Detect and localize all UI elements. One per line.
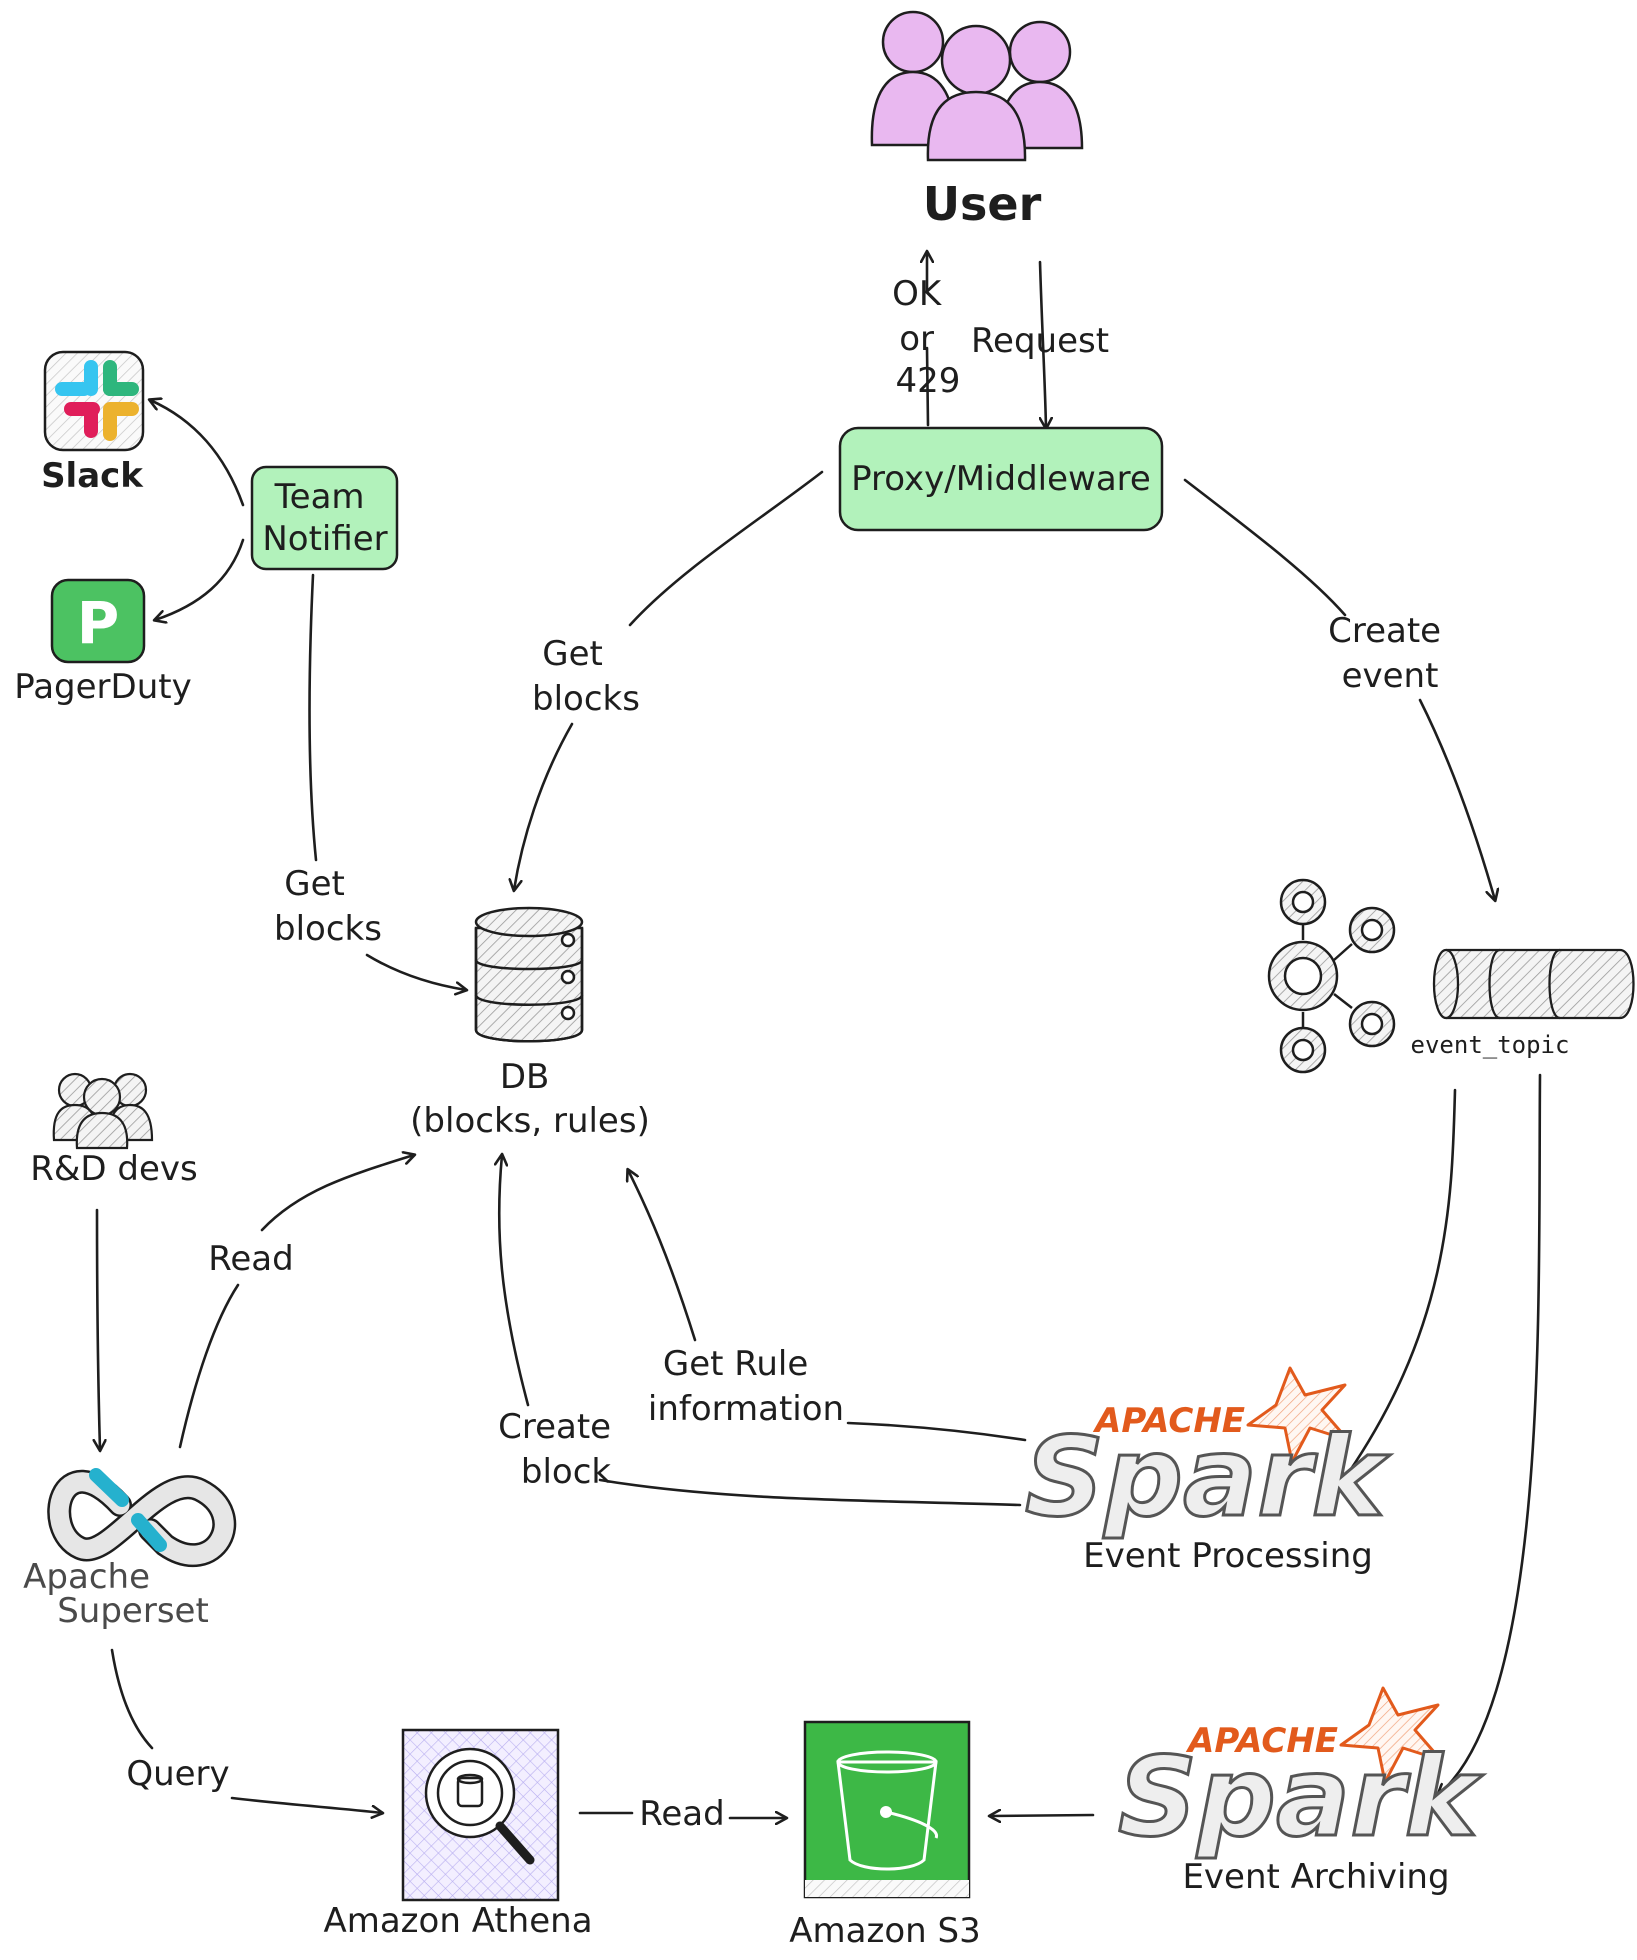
edge-proxy-to-topic: [1183, 478, 1495, 900]
edge-get-rule-up: [628, 1170, 697, 1342]
edge-proxy-to-user: [927, 252, 928, 427]
edge-user-to-proxy: [1038, 260, 1046, 428]
superset-node: Apache Superset: [23, 1468, 237, 1631]
proxy-node: Proxy/Middleware: [838, 426, 1164, 532]
edge-topic-to-processing: [1340, 1088, 1457, 1485]
pagerduty-logo-icon: P: [50, 578, 146, 664]
athena-icon: [401, 1728, 560, 1902]
spark-processing-node: APACHE Spark Event Processing: [1024, 1366, 1392, 1576]
read-db-label: Read: [208, 1239, 293, 1279]
rd-devs-node: R&D devs: [30, 1072, 198, 1189]
edge-topic-to-archiving: [1438, 1073, 1542, 1795]
rd-devs-label: R&D devs: [30, 1149, 197, 1189]
user-label: User: [923, 177, 1042, 231]
svg-text:APACHE: APACHE: [1185, 1721, 1338, 1761]
s3-node: Amazon S3: [789, 1720, 981, 1951]
query-label: Query: [126, 1754, 229, 1794]
superset-logo-icon: [47, 1468, 237, 1568]
s3-label: Amazon S3: [789, 1911, 980, 1951]
edge-proxy-to-db: [514, 470, 824, 890]
athena-node: Amazon Athena: [323, 1728, 593, 1941]
users-group-icon: [52, 1072, 154, 1150]
edges: [97, 252, 1542, 1818]
proxy-get-blocks-label: Get blocks: [532, 634, 640, 719]
svg-text:Spark: Spark: [1118, 1733, 1483, 1861]
get-rule-label: Get Rule information: [648, 1344, 844, 1429]
edge-spark-get-rule: [846, 1421, 1027, 1442]
edge-labels: OK or 429 Request Get blocks Create even…: [126, 274, 1452, 1834]
kafka-logo-icon: [1267, 878, 1396, 1074]
s3-bucket-icon: [803, 1720, 971, 1899]
edge-notifier-to-db: [365, 953, 466, 990]
create-block-label: Create block: [498, 1407, 622, 1492]
svg-text:P: P: [77, 589, 120, 657]
proxy-box: [838, 426, 1164, 532]
edge-superset-to-query: [110, 1648, 154, 1750]
proxy-label: Proxy/Middleware: [851, 459, 1151, 499]
event-topic-label: event_topic: [1411, 1031, 1570, 1059]
edge-superset-to-db-b: [260, 1155, 414, 1232]
kafka-node: [1267, 878, 1396, 1074]
edge-devs-to-superset: [97, 1208, 100, 1450]
spark-logo-icon: APACHE Spark: [1117, 1686, 1485, 1863]
team-notifier-node: Team Notifier: [250, 465, 399, 571]
slack-label: Slack: [41, 456, 144, 496]
edge-notifier-down: [308, 573, 318, 862]
athena-label: Amazon Athena: [323, 1901, 592, 1941]
db-node: DB (blocks, rules): [410, 906, 650, 1141]
create-event-label: Create event: [1328, 611, 1452, 696]
read-s3-label: Read: [639, 1794, 724, 1834]
request-label: Request: [971, 321, 1109, 361]
user-node: User: [870, 10, 1084, 231]
edge-spark-create-block: [598, 1478, 1022, 1507]
pagerduty-label: PagerDuty: [14, 667, 191, 707]
edge-notifier-to-pagerduty: [155, 538, 245, 620]
event-processing-label: Event Processing: [1083, 1536, 1373, 1576]
slack-node: Slack: [41, 350, 145, 496]
event-topic-node: event_topic: [1411, 948, 1635, 1059]
team-notifier-label: Team Notifier: [262, 477, 387, 559]
ok-429-label: OK or 429: [892, 274, 960, 401]
team-notifier-box: [250, 465, 399, 571]
notifier-get-blocks-label: Get blocks: [274, 864, 382, 949]
users-group-icon: [870, 10, 1084, 162]
topic-cylinder-icon: [1432, 948, 1635, 1020]
edge-query-to-athena: [230, 1796, 382, 1813]
svg-text:Spark: Spark: [1025, 1413, 1390, 1541]
db-label: DB (blocks, rules): [410, 1057, 650, 1141]
edge-archiving-to-s3: [990, 1815, 1095, 1816]
superset-label: Apache Superset: [23, 1557, 209, 1631]
pagerduty-node: P PagerDuty: [14, 578, 192, 707]
spark-archiving-node: APACHE Spark Event Archiving: [1117, 1686, 1485, 1897]
edge-superset-to-db: [178, 1283, 240, 1449]
spark-logo-icon: APACHE Spark: [1024, 1366, 1392, 1543]
database-icon: [474, 906, 584, 1043]
event-archiving-label: Event Archiving: [1182, 1857, 1449, 1897]
edge-notifier-to-slack: [150, 400, 245, 507]
slack-logo-icon: [43, 350, 145, 452]
svg-text:APACHE: APACHE: [1092, 1401, 1245, 1441]
edge-create-block-up: [499, 1155, 530, 1407]
